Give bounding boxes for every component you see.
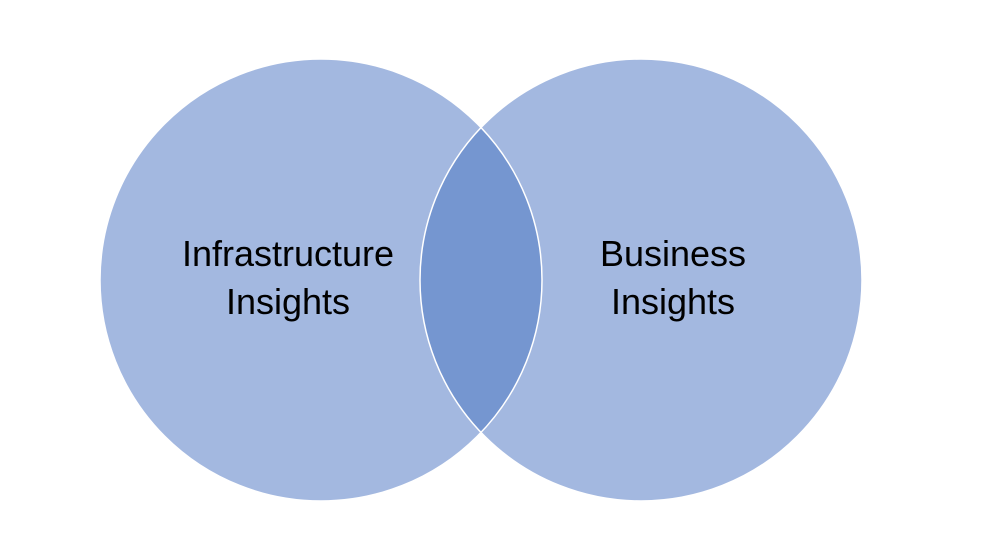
business-insights-label: Business Insights [563, 230, 783, 326]
business-insights-circle [420, 59, 862, 501]
infrastructure-label-line-1: Infrastructure [181, 233, 395, 274]
business-label-line-2: Insights [610, 281, 736, 322]
infrastructure-insights-circle [100, 59, 542, 501]
business-label-line-1: Business [599, 233, 747, 274]
infrastructure-circle-outline [99, 58, 543, 502]
infrastructure-insights-label: Infrastructure Insights [163, 230, 413, 326]
business-circle-outline [419, 58, 863, 502]
infrastructure-label-line-2: Insights [225, 281, 351, 322]
